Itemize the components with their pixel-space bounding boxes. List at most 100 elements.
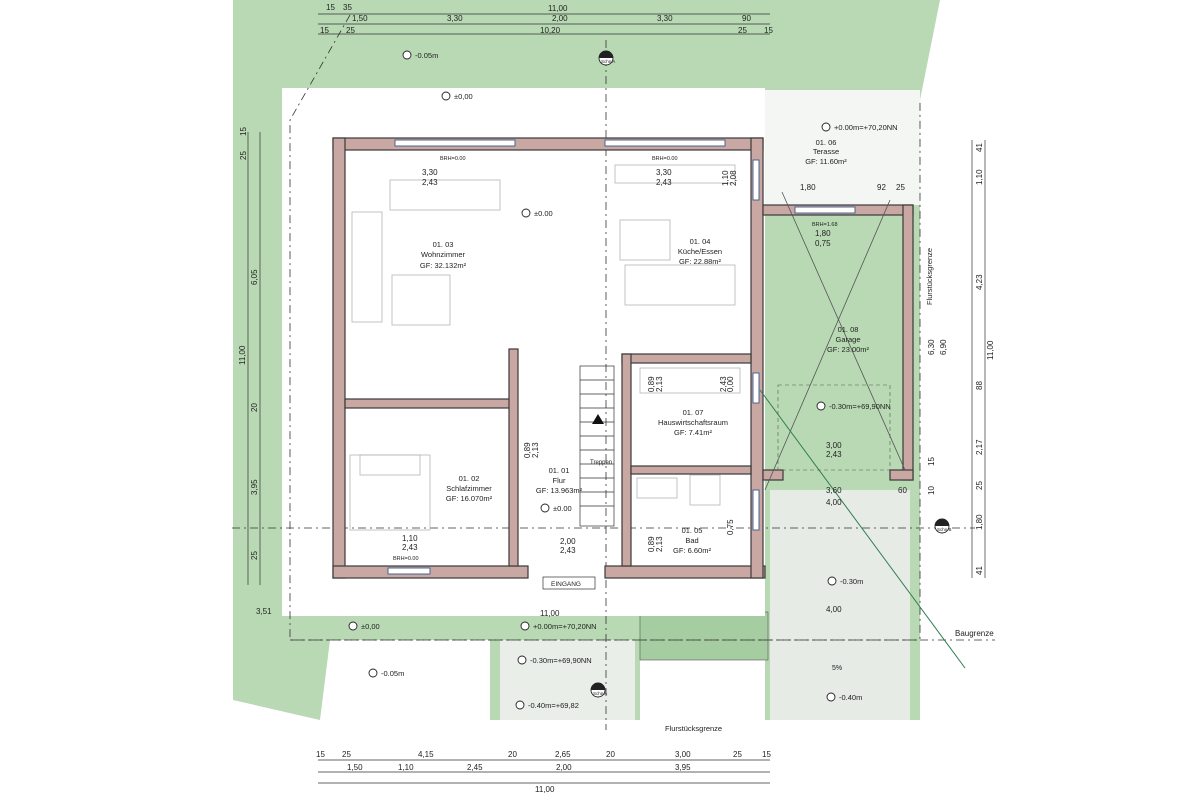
svg-text:±0,00: ±0,00 <box>454 92 473 101</box>
win-dim-4a: 2,00 <box>560 537 576 546</box>
garage-diagonal-2 <box>764 199 891 491</box>
dim-bot-10: 1,50 <box>347 763 363 772</box>
level-marker-7: ±0,00 <box>348 621 380 631</box>
svg-text:GF: 11.60m²: GF: 11.60m² <box>805 157 847 166</box>
svg-text:GF: 16.070m²: GF: 16.070m² <box>446 494 493 503</box>
win-dim-1a: 3,30 <box>422 168 438 177</box>
section-marker-a-top: Schn A <box>598 50 615 66</box>
door-dim-2b: 2,13 <box>655 376 664 392</box>
dim-top-total: 11,00 <box>548 4 568 13</box>
dim-top-e: 90 <box>742 14 751 23</box>
level-marker-5: -0.30m=+69,90NN <box>816 401 891 411</box>
dim-top-i: 25 <box>738 26 747 35</box>
svg-text:Flur: Flur <box>553 476 566 485</box>
g-dim-5: 60 <box>898 486 907 495</box>
dim-right-12: 10 <box>927 486 936 495</box>
level-marker-8: +0.00m=+70,20NN <box>520 621 597 631</box>
level-marker-11: -0.05m <box>368 668 404 678</box>
section-marker-b: Schn B <box>934 518 952 534</box>
room-hauswirtschaftsraum: 01. 07 Hauswirtschaftsraum GF: 7.41m² <box>658 408 728 437</box>
dim-bot-4: 20 <box>508 750 517 759</box>
g-dim-4: 3,60 <box>826 486 842 495</box>
level-marker-2: ±0,00 <box>441 91 473 101</box>
level-marker-12: -0.40m=+69,82 <box>515 700 579 710</box>
g-dim-3: 25 <box>896 183 905 192</box>
level-marker-6: ±0.00 <box>540 503 572 513</box>
room-schlafzimmer: 01. 02 Schlafzimmer GF: 16.070m² <box>446 474 493 503</box>
dim-bot-14: 3,95 <box>675 763 691 772</box>
svg-text:Schn B: Schn B <box>937 527 952 532</box>
svg-text:GF: 23.00m²: GF: 23.00m² <box>827 345 870 354</box>
svg-text:GF: 6.60m²: GF: 6.60m² <box>673 546 711 555</box>
dim-bot-2: 25 <box>342 750 351 759</box>
g-dim-1: 1,80 <box>800 183 816 192</box>
dim-left-3: 6,05 <box>250 269 259 285</box>
dim-right-11: 11,00 <box>986 340 995 360</box>
room-bad: 01. 05 Bad GF: 6.60m² <box>673 526 711 555</box>
door-dim-3a: 0,89 <box>647 536 656 552</box>
slope-label: 5% <box>832 665 842 672</box>
svg-text:-0.05m: -0.05m <box>381 669 404 678</box>
dim-top-35: 35 <box>343 3 352 12</box>
dim-left-1: 15 <box>239 127 248 136</box>
svg-text:01. 02: 01. 02 <box>459 474 480 483</box>
svg-text:+0.00m=+70,20NN: +0.00m=+70,20NN <box>834 123 898 132</box>
stairs-label: Treppen <box>590 460 612 466</box>
svg-text:Terasse: Terasse <box>813 147 839 156</box>
dim-right-13: 15 <box>927 457 936 466</box>
win-dim-5b: 0,75 <box>815 239 831 248</box>
dim-right-1: 41 <box>975 143 984 152</box>
dim-bot-6: 20 <box>606 750 615 759</box>
dim-top-a: 1,50 <box>352 14 368 23</box>
svg-text:01. 05: 01. 05 <box>682 526 703 535</box>
dim-bot-8: 25 <box>733 750 742 759</box>
site-dim-1: 3,51 <box>256 607 272 616</box>
svg-text:GF: 13.963m²: GF: 13.963m² <box>536 486 583 495</box>
entrance-box <box>542 576 596 590</box>
furniture <box>349 164 741 531</box>
dim-top-h: 10,20 <box>540 26 561 35</box>
dim-top-j: 15 <box>764 26 773 35</box>
level-marker-13: -0.40m <box>826 692 862 702</box>
dim-bot-13: 2,00 <box>556 763 572 772</box>
parking-dashed <box>777 384 891 471</box>
windows <box>387 139 856 575</box>
dim-left-6: 25 <box>250 551 259 560</box>
door-dim-4a: 2,43 <box>719 376 728 392</box>
level-marker-1: -0.05m <box>402 50 438 60</box>
brh-label-2: BRH=0.00 <box>652 156 678 162</box>
dim-left-2: 25 <box>239 151 248 160</box>
planter-strip <box>639 611 769 661</box>
v-dim-1b: 2,08 <box>729 170 738 186</box>
dim-left-5: 3,95 <box>250 479 259 495</box>
win-dim-4b: 2,43 <box>560 546 576 555</box>
level-marker-10: -0.30m=+69,90NN <box>517 655 592 665</box>
svg-text:GF: 32.132m²: GF: 32.132m² <box>420 261 467 270</box>
dim-right-3: 4,23 <box>975 274 984 290</box>
site-dim-2: 11,00 <box>540 609 560 618</box>
svg-text:01. 07: 01. 07 <box>683 408 704 417</box>
svg-text:±0.00: ±0.00 <box>553 504 572 513</box>
garage-diagonal-1 <box>781 191 906 471</box>
flurstuecksgrenze-label: Flurstücksgrenze <box>665 724 722 733</box>
g-dim-2: 92 <box>877 183 886 192</box>
svg-text:Schn A: Schn A <box>601 59 615 64</box>
door-dim-1a: 0,89 <box>523 442 532 458</box>
svg-text:Hauswirtschaftsraum: Hauswirtschaftsraum <box>658 418 728 427</box>
svg-text:-0.40m=+69,82: -0.40m=+69,82 <box>528 701 579 710</box>
win-dim-1b: 2,43 <box>422 178 438 187</box>
dim-right-4: 88 <box>975 381 984 390</box>
dim-right-10: 6,90 <box>939 339 948 355</box>
v-dim-3a: 0,75 <box>726 519 735 535</box>
win-dim-5a: 1,80 <box>815 229 831 238</box>
dim-right-5: 2,17 <box>975 439 984 455</box>
dim-bot-9: 15 <box>762 750 771 759</box>
svg-text:GF: 7.41m²: GF: 7.41m² <box>674 428 712 437</box>
dim-right-2: 1,10 <box>975 169 984 185</box>
svg-text:±0.00: ±0.00 <box>534 209 553 218</box>
win-dim-2a: 3,30 <box>656 168 672 177</box>
svg-text:01. 06: 01. 06 <box>816 138 837 147</box>
dim-bot-3: 4,15 <box>418 750 434 759</box>
door-dim-2a: 0,89 <box>647 376 656 392</box>
